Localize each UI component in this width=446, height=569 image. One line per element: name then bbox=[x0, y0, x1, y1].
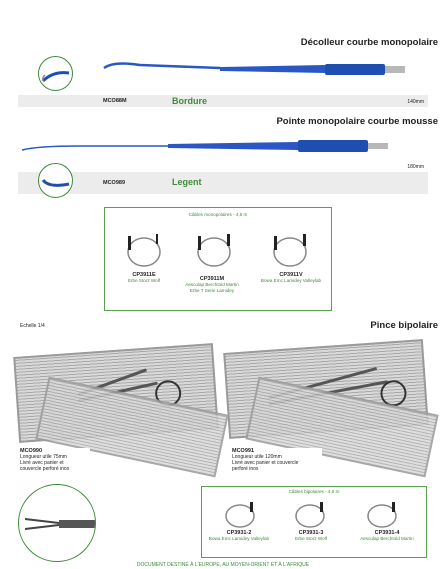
product-mco991-desc: Longueur utile 120mm Livré avec panier e… bbox=[232, 454, 299, 472]
mono-cable-1-desc: Erbe Storz Wolf bbox=[127, 278, 161, 283]
bi-cable-2-code: CP3931-3 bbox=[298, 530, 324, 536]
instrument-tip-icon bbox=[41, 71, 70, 83]
bi-cable-3-desc: Aesculap Berchtold Martin bbox=[360, 536, 414, 541]
section2-code: MCO989 bbox=[103, 180, 126, 186]
product-mco991-code: MCO991 bbox=[232, 448, 255, 454]
section2-length: 180mm bbox=[407, 164, 424, 170]
bi-cable-2-desc: Erbe Storz Wolf bbox=[294, 536, 328, 541]
mono-cable-1: CP3911E Erbe Storz Wolf bbox=[108, 272, 180, 284]
mono-cable-3: CP3911V Bowa Emc Lamidey Valleylab bbox=[252, 272, 330, 284]
bi-cables-image bbox=[225, 502, 397, 528]
product-mco990-desc: Longueur utile 75mm Livré avec panier et… bbox=[20, 454, 70, 472]
section1-label: Bordure bbox=[172, 96, 208, 106]
section3-title: Pince bipolaire bbox=[370, 320, 438, 331]
mono-cable-2-desc: Aesculap Berchtold Martin Erbe T Serie L… bbox=[185, 282, 239, 293]
section2-title: Pointe monopolaire courbe mousse bbox=[276, 116, 438, 127]
footer-text: DOCUMENT DESTINÉ À L'EUROPE, AU MOYEN-OR… bbox=[136, 562, 310, 568]
bi-cable-3: CP3931-4 Aesculap Berchtold Martin bbox=[350, 530, 424, 542]
instrument-tip-icon bbox=[41, 178, 70, 187]
mono-cable-3-desc: Bowa Emc Lamidey Valleylab bbox=[260, 278, 322, 283]
detail-zoom-image bbox=[38, 56, 73, 91]
decolleur-instrument-image bbox=[103, 62, 405, 75]
mono-cable-3-code: CP3911V bbox=[279, 272, 303, 278]
bi-cable-2: CP3931-3 Erbe Storz Wolf bbox=[275, 530, 347, 542]
bi-cable-3-code: CP3931-4 bbox=[374, 530, 400, 536]
section2-label: Legent bbox=[172, 177, 202, 187]
mono-cables-image bbox=[127, 234, 307, 267]
cables-mono-box bbox=[104, 207, 332, 311]
bi-cable-1-code: CP3931-2 bbox=[226, 530, 252, 536]
cables-bi-box bbox=[201, 486, 427, 558]
section1-title: Décolleur courbe monopolaire bbox=[300, 37, 438, 48]
product-mco990-code: MCO990 bbox=[20, 448, 43, 454]
pointe-instrument-image bbox=[21, 140, 388, 152]
detail-zoom-image-2 bbox=[38, 163, 73, 198]
section1-code: MCO88M bbox=[103, 98, 127, 104]
bi-cable-1: CP3931-2 Bowa Emc Lamidey Valleylab bbox=[203, 530, 275, 542]
cables-bi-title: Câbles bipolaires - 4,5 m bbox=[288, 489, 340, 494]
bi-cable-1-desc: Bowa Emc Lamidey Valleylab bbox=[208, 536, 270, 541]
mono-cable-1-code: CP3911E bbox=[132, 272, 156, 278]
product-mco990: MCO990 Longueur utile 75mm Livré avec pa… bbox=[20, 448, 90, 472]
bipolar-tip-icon bbox=[24, 518, 95, 530]
scale-label: Echelle 1/4 bbox=[20, 323, 45, 329]
bipolar-tip-zoom-image bbox=[18, 484, 96, 562]
mono-cable-2-code: CP3911M bbox=[199, 276, 225, 282]
section1-length: 140mm bbox=[407, 99, 424, 105]
cables-mono-title: Câbles monopolaires - 4,5 m bbox=[188, 212, 248, 217]
product-mco991: MCO991 Longueur utile 120mm Livré avec p… bbox=[232, 448, 322, 472]
mono-cable-2: CP3911M Aesculap Berchtold Martin Erbe T… bbox=[172, 276, 252, 294]
